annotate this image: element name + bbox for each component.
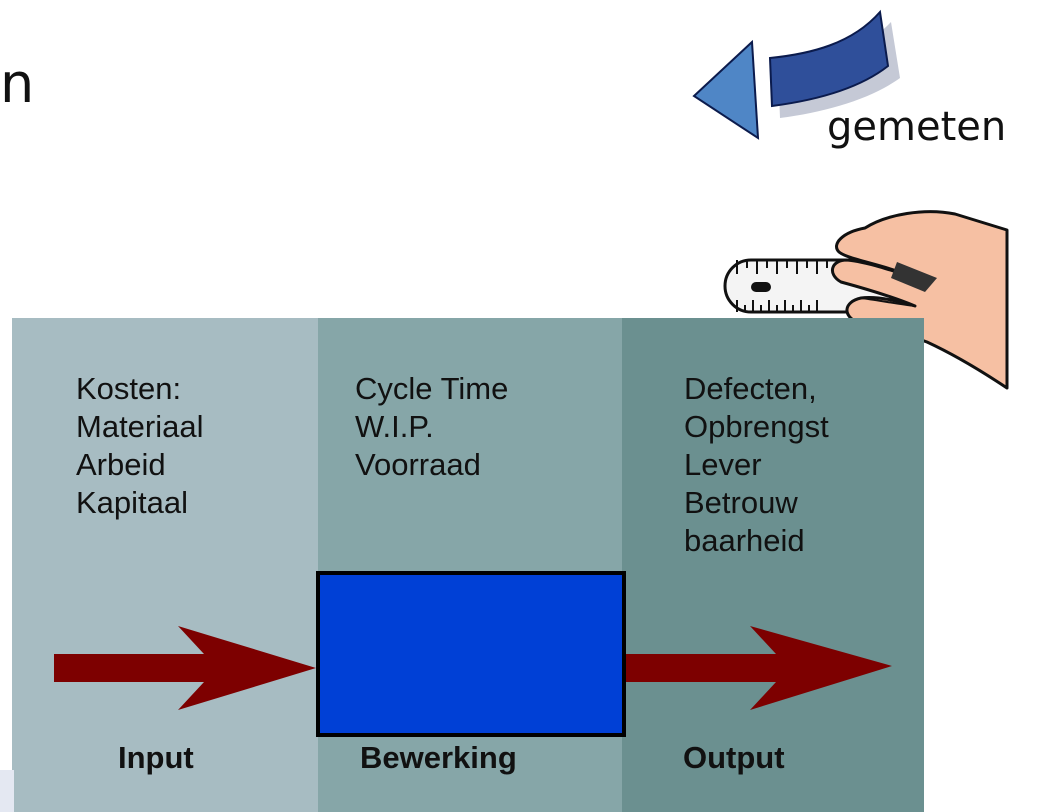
output-panel: Defecten, Opbrengst Lever Betrouw baarhe… xyxy=(622,318,924,812)
metric-item: Betrouw xyxy=(684,485,798,520)
process-label: Bewerking xyxy=(360,740,517,775)
output-metric-list: Defecten, Opbrengst Lever Betrouw baarhe… xyxy=(684,370,829,560)
metric-item: Materiaal xyxy=(76,409,204,444)
input-label: Input xyxy=(118,740,194,775)
process-panel: Cycle Time W.I.P. Voorraad Bewerking xyxy=(318,318,622,812)
output-flow-arrow xyxy=(626,626,892,710)
measured-label: gemeten xyxy=(827,104,1007,150)
metric-item: W.I.P. xyxy=(355,409,434,444)
metric-item: Opbrengst xyxy=(684,409,829,444)
process-metric-list: Cycle Time W.I.P. Voorraad xyxy=(355,370,508,484)
metric-item: Arbeid xyxy=(76,447,166,482)
input-flow-arrow xyxy=(54,626,316,710)
process-box xyxy=(316,571,626,737)
metric-item: Kosten: xyxy=(76,371,182,406)
metric-item: Kapitaal xyxy=(76,485,189,520)
output-label: Output xyxy=(683,740,785,775)
curved-arrow-left-icon xyxy=(692,9,900,140)
input-metric-list: Kosten: Materiaal Arbeid Kapitaal xyxy=(76,370,204,522)
page-title-fragment: n xyxy=(0,52,35,115)
metric-item: Defecten, xyxy=(684,371,817,406)
input-panel: Kosten: Materiaal Arbeid Kapitaal Input xyxy=(12,318,318,812)
metric-item: baarheid xyxy=(684,523,805,558)
hand-with-ruler-icon xyxy=(723,210,1009,390)
metric-item: Lever xyxy=(684,447,762,482)
watermark-fragment xyxy=(0,770,14,812)
metric-item: Cycle Time xyxy=(355,371,509,406)
metric-item: Voorraad xyxy=(355,447,481,482)
